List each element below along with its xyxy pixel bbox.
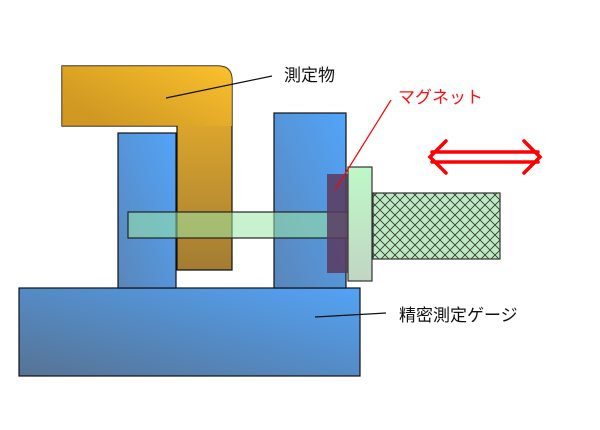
knurled-knob — [372, 192, 501, 260]
rod — [127, 211, 349, 239]
green-disc — [347, 166, 373, 282]
magnet — [327, 174, 349, 273]
label-magnet: マグネット — [398, 88, 483, 108]
base-block — [18, 287, 361, 377]
double-arrow-icon — [427, 139, 543, 175]
label-precision-gauge: 精密測定ゲージ — [399, 306, 518, 326]
gauge-leader-line — [314, 312, 387, 318]
object-leader-line — [165, 75, 273, 99]
left-post — [117, 132, 177, 289]
magnet-leader-line — [334, 99, 392, 191]
label-measured-object: 測定物 — [284, 66, 335, 86]
